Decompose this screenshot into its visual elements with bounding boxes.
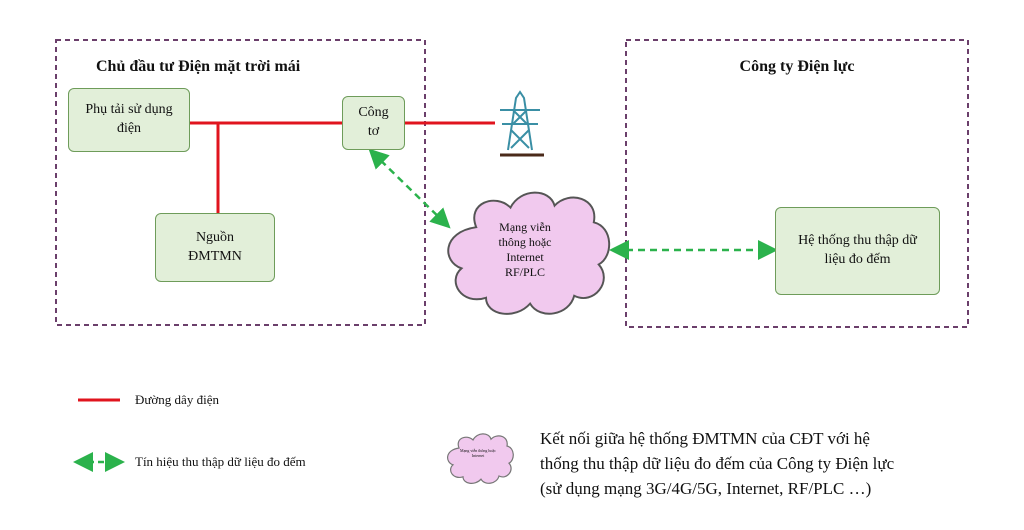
transmission-tower-icon [500, 90, 544, 157]
left-group-title: Chủ đầu tư Điện mặt trời mái [96, 58, 301, 75]
source-box: Nguồn ĐMTMN [155, 213, 275, 282]
cloud-label-line: Mạng viễn [499, 220, 551, 234]
data-system-box: Hệ thống thu thập dữ liệu đo đếm [775, 207, 940, 295]
signal-arrow-meter-cloud [368, 148, 451, 229]
legend-cloud-label: Mạng viễn thông hoặc Internet [460, 448, 496, 458]
description-line: thống thu thập dữ liệu đo đếm của Công t… [540, 454, 895, 473]
cloud-label-line: thông hoặc [498, 235, 552, 249]
legend-cloud-description: Kết nối giữa hệ thống ĐMTMN của CĐT với … [540, 426, 894, 501]
description-line: (sử dụng mạng 3G/4G/5G, Internet, RF/PLC… [540, 479, 872, 498]
description-line: Kết nối giữa hệ thống ĐMTMN của CĐT với … [540, 429, 870, 448]
meter-box: Công tơ [342, 96, 405, 150]
power-lines [190, 121, 495, 213]
legend-power-line-label: Đường dây điện [135, 392, 219, 407]
cloud-label-line: Internet [506, 250, 544, 264]
right-group-border [625, 39, 969, 328]
right-group-title: Công ty Điện lực [739, 58, 855, 75]
legend-signal-label: Tín hiệu thu thập dữ liệu đo đếm [135, 454, 306, 469]
load-box: Phụ tải sử dụng điện [68, 88, 190, 152]
legend-cloud-icon [446, 433, 514, 484]
cloud-label-line: RF/PLC [504, 265, 546, 279]
left-group-border [55, 39, 426, 326]
cloud-label: Mạng viễn thông hoặc Internet RF/PLC [470, 220, 580, 280]
